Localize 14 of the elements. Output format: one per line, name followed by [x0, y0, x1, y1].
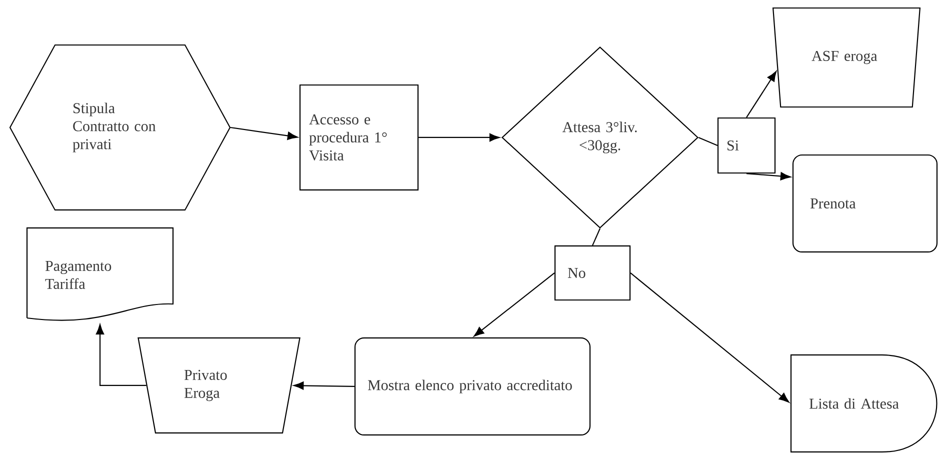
arrow	[746, 172, 791, 180]
process-box: No	[554, 245, 631, 301]
document-shape: Pagamento Tariffa	[26, 227, 174, 321]
arrow	[630, 272, 790, 403]
rounded-box: Mostra elenco privato accreditato	[354, 337, 591, 436]
rounded-box: Prenota	[792, 154, 938, 253]
arrow	[474, 272, 555, 337]
arrow	[293, 382, 354, 390]
arrow	[96, 324, 146, 386]
arrow	[418, 133, 500, 142]
arrow	[230, 126, 298, 140]
process-box: Si	[717, 117, 776, 174]
process-box: Accesso e procedura 1° Visita	[299, 84, 419, 191]
arrow	[746, 71, 777, 118]
